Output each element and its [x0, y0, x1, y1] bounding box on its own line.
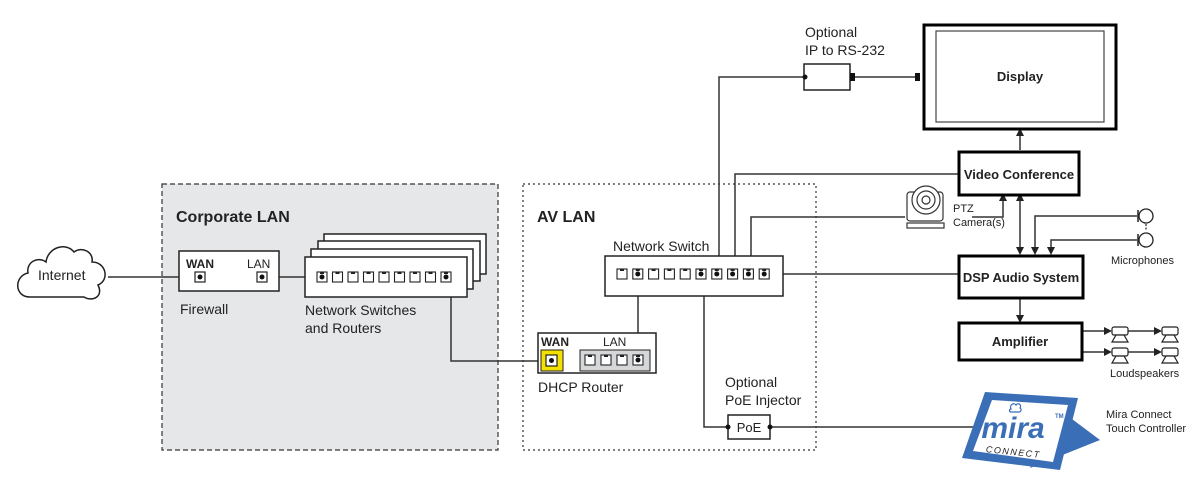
- poe-injector-label-1: Optional: [725, 374, 777, 390]
- mira-label-1: Mira Connect: [1106, 409, 1171, 421]
- wires: [108, 76, 1160, 428]
- ip-rs232-label-2: IP to RS-232: [805, 42, 885, 58]
- network-switch-label: Network Switch: [613, 238, 709, 254]
- av-lan-zone: [522, 183, 817, 451]
- av-network-switch[interactable]: [604, 255, 784, 297]
- dhcp-lan-label: LAN: [603, 335, 626, 349]
- loudspeaker-icon: [1110, 347, 1130, 364]
- display[interactable]: Display: [922, 23, 1118, 131]
- video-conference-label: Video Conference: [964, 167, 1074, 182]
- video-conference[interactable]: Video Conference: [957, 150, 1081, 197]
- microphones-label: Microphones: [1111, 255, 1174, 267]
- mira-connect-touch-controller[interactable]: mira TM CONNECT: [962, 392, 1100, 470]
- loudspeaker-icon: [1160, 347, 1180, 364]
- mira-label-2: Touch Controller: [1106, 423, 1186, 435]
- poe-injector[interactable]: PoE: [725, 414, 773, 440]
- amplifier[interactable]: Amplifier: [957, 321, 1084, 362]
- dsp-audio-system[interactable]: DSP Audio System: [957, 254, 1085, 300]
- dsp-audio-label: DSP Audio System: [963, 270, 1079, 285]
- dhcp-router-label: DHCP Router: [538, 379, 624, 395]
- corporate-lan-title: Corporate LAN: [176, 209, 290, 226]
- ip-rs232-adapter[interactable]: [802, 63, 921, 91]
- dhcp-router[interactable]: WAN LAN: [537, 332, 657, 374]
- display-label: Display: [997, 69, 1044, 84]
- mira-tm: TM: [1055, 414, 1064, 420]
- firewall[interactable]: WAN LAN: [178, 250, 280, 292]
- poe-injector-label-2: PoE Injector: [725, 392, 802, 408]
- ptz-camera-icon[interactable]: [906, 185, 945, 229]
- dhcp-wan-label: WAN: [541, 335, 569, 349]
- network-switches-label-1: Network Switches: [305, 302, 416, 318]
- av-lan-title: AV LAN: [537, 209, 595, 226]
- corporate-lan-zone: [161, 183, 499, 451]
- firewall-wan-label: WAN: [186, 257, 214, 271]
- loudspeaker-icons[interactable]: [1110, 326, 1180, 364]
- poe-box-label: PoE: [737, 420, 762, 435]
- loudspeaker-icon: [1110, 326, 1130, 343]
- loudspeaker-icon: [1160, 326, 1180, 343]
- amplifier-label: Amplifier: [992, 334, 1048, 349]
- firewall-lan-label: LAN: [247, 257, 270, 271]
- internet-cloud-icon: [17, 246, 106, 300]
- internet-label: Internet: [38, 267, 86, 283]
- network-switches-stack[interactable]: [304, 233, 487, 298]
- ptz-camera-label-1: PTZ: [953, 203, 974, 215]
- microphone-icons[interactable]: [1137, 208, 1154, 248]
- ip-rs232-label-1: Optional: [805, 24, 857, 40]
- firewall-label: Firewall: [180, 301, 228, 317]
- arrowheads: [999, 128, 1162, 356]
- network-switches-label-2: and Routers: [305, 320, 381, 336]
- ptz-camera-label-2: Camera(s): [953, 217, 1005, 229]
- mira-logo: mira: [981, 412, 1044, 445]
- mira-cloud-icon: [1008, 403, 1022, 413]
- loudspeakers-label: Loudspeakers: [1110, 368, 1180, 380]
